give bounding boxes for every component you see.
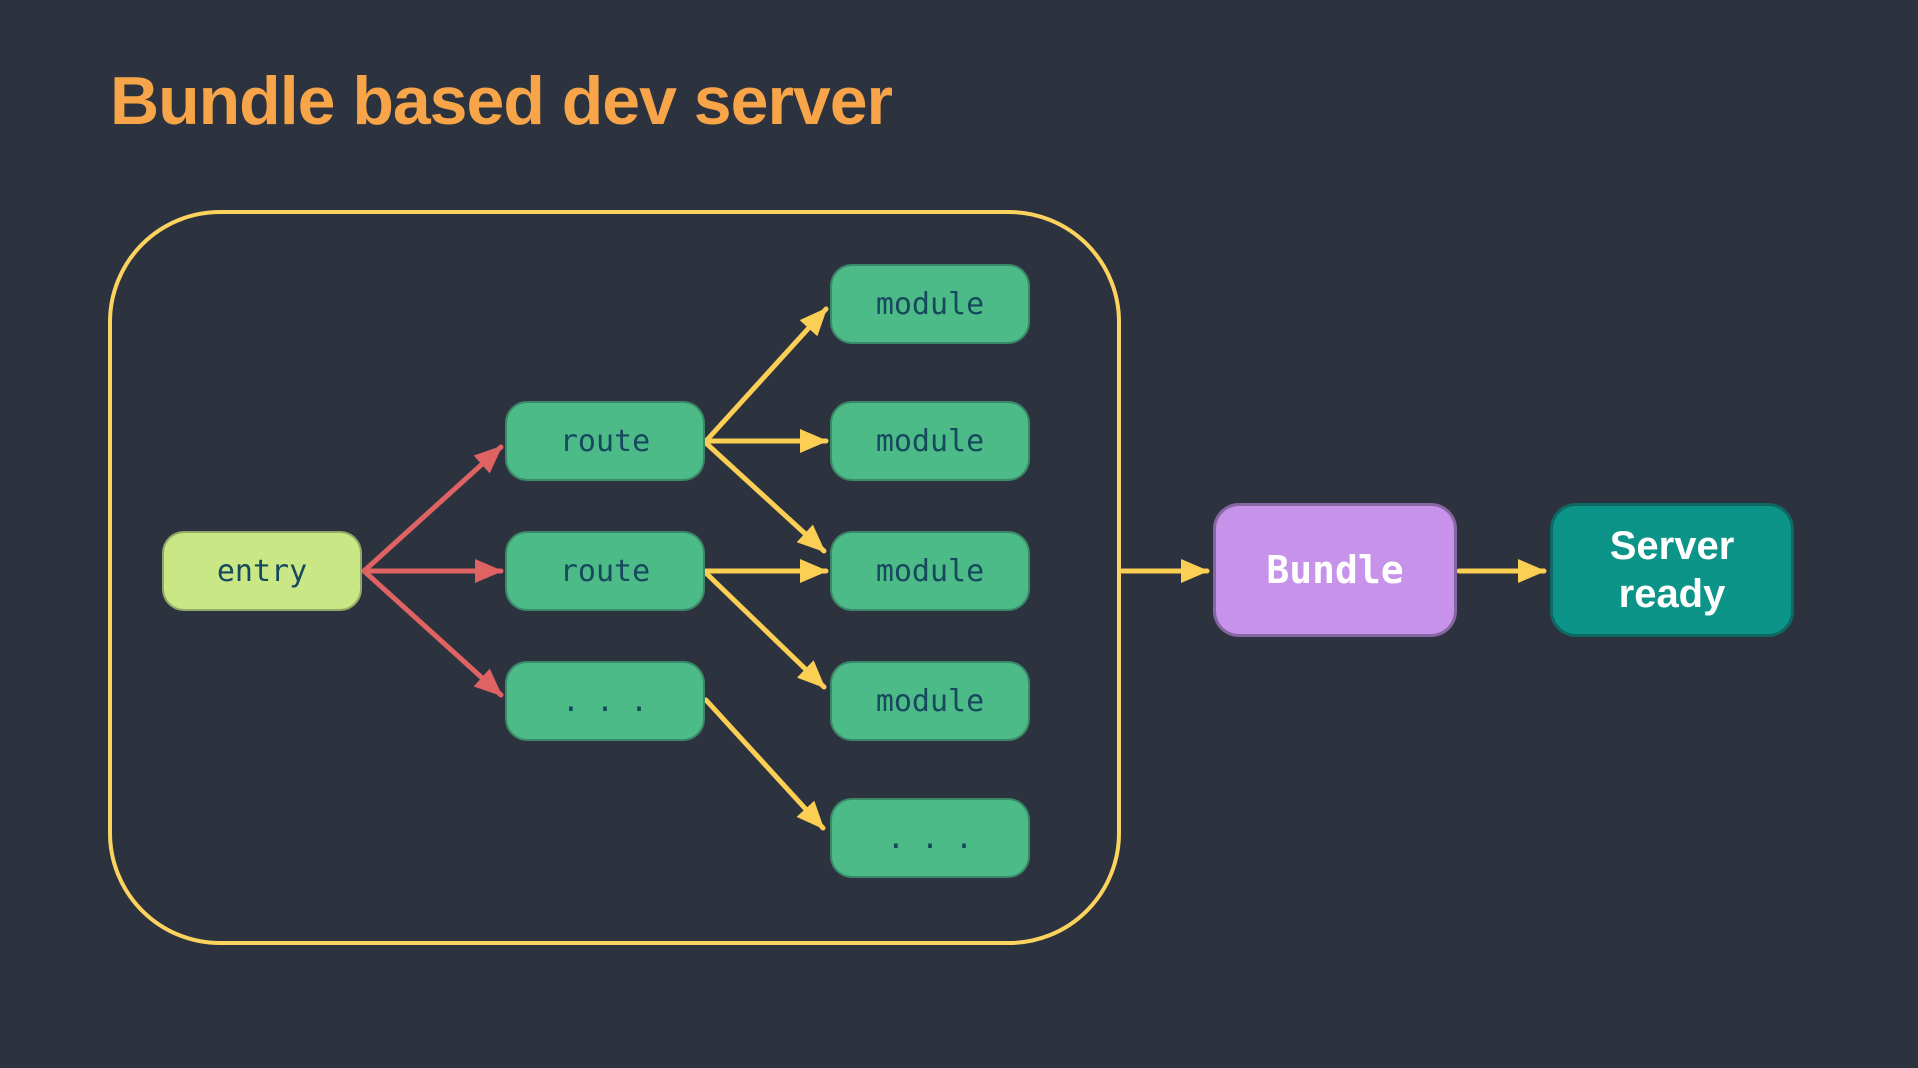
- node-route-1-label: route: [560, 424, 650, 459]
- node-route-3-label: ...: [546, 684, 664, 719]
- node-module-4-label: module: [876, 684, 984, 719]
- node-module-3: module: [830, 531, 1030, 611]
- node-module-5-label: ...: [871, 821, 989, 856]
- node-module-1-label: module: [876, 287, 984, 322]
- node-bundle: Bundle: [1213, 503, 1457, 637]
- node-route-3: ...: [505, 661, 705, 741]
- node-module-2: module: [830, 401, 1030, 481]
- node-module-1: module: [830, 264, 1030, 344]
- node-route-2-label: route: [560, 554, 650, 589]
- node-server-ready: Server ready: [1550, 503, 1794, 637]
- node-module-3-label: module: [876, 554, 984, 589]
- node-server-ready-line1: Server: [1610, 522, 1735, 570]
- node-entry-label: entry: [217, 554, 307, 589]
- node-entry: entry: [162, 531, 362, 611]
- page-title: Bundle based dev server: [110, 64, 892, 139]
- node-module-2-label: module: [876, 424, 984, 459]
- node-bundle-label: Bundle: [1266, 548, 1403, 592]
- node-module-4: module: [830, 661, 1030, 741]
- node-module-5: ...: [830, 798, 1030, 878]
- node-route-1: route: [505, 401, 705, 481]
- node-route-2: route: [505, 531, 705, 611]
- node-server-ready-line2: ready: [1619, 570, 1726, 618]
